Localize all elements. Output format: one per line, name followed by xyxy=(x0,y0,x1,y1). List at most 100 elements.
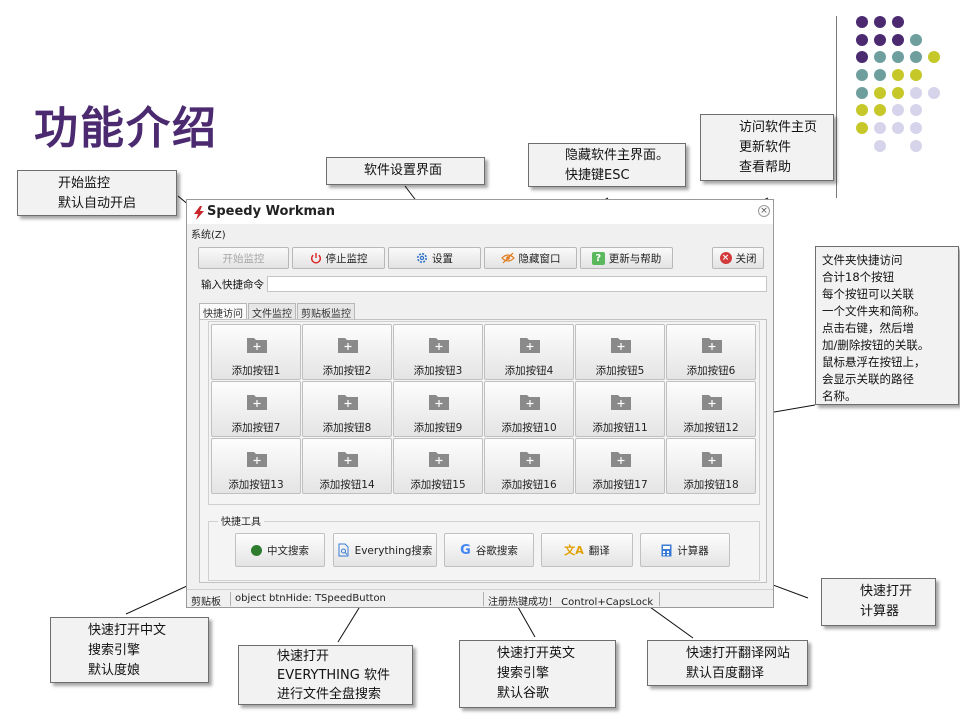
folder-add-icon xyxy=(520,452,540,467)
dot-grid-shapes xyxy=(856,16,940,152)
folder-button[interactable]: 添加按钮14 xyxy=(302,438,392,494)
window-close-icon[interactable]: × xyxy=(758,205,770,217)
update-help-button[interactable]: ? 更新与帮助 xyxy=(580,247,673,269)
callout-line: 快速打开 xyxy=(860,584,913,599)
window-title: Speedy Workman xyxy=(207,204,336,219)
folder-button-label: 添加按钮8 xyxy=(322,422,372,434)
folder-add-icon xyxy=(611,338,631,353)
folder-button[interactable]: 添加按钮17 xyxy=(575,438,665,494)
google-search-button[interactable]: G 谷歌搜索 xyxy=(444,533,534,567)
folder-add-icon xyxy=(429,395,449,410)
callout-line: 合计18个按钮 xyxy=(822,270,895,284)
callout-line: 点击右键，然后增 xyxy=(822,321,914,335)
folder-button[interactable]: 添加按钮1 xyxy=(211,324,301,380)
google-search-label: 谷歌搜索 xyxy=(475,544,518,557)
folder-add-icon xyxy=(702,338,722,353)
folder-button-label: 添加按钮1 xyxy=(231,365,281,377)
status-bar: 剪贴板 object btnHide: TSpeedButton 注册热键成功！… xyxy=(187,589,773,608)
callout-chinese-search: 快速打开中文 搜索引擎 默认度娘 xyxy=(50,617,209,683)
callout-line: 会显示关联的路径 xyxy=(822,372,914,386)
command-input[interactable] xyxy=(267,276,767,292)
calculator-icon xyxy=(661,544,672,556)
folder-add-icon xyxy=(702,395,722,410)
folder-add-icon xyxy=(520,395,540,410)
folder-button[interactable]: 添加按钮11 xyxy=(575,381,665,437)
folder-button[interactable]: 添加按钮7 xyxy=(211,381,301,437)
folder-button[interactable]: 添加按钮15 xyxy=(393,438,483,494)
callout-line: 文件夹快捷访问 xyxy=(822,253,903,267)
folder-button[interactable]: 添加按钮18 xyxy=(666,438,756,494)
quick-tools-legend: 快捷工具 xyxy=(218,513,264,528)
folder-button-label: 添加按钮17 xyxy=(592,479,648,491)
callout-line: 名称。 xyxy=(822,389,857,403)
tab-quick-access[interactable]: 快捷访问 xyxy=(199,303,247,320)
tab-clipboard-monitor[interactable]: 剪贴板监控 xyxy=(297,303,355,320)
folder-button[interactable]: 添加按钮6 xyxy=(666,324,756,380)
status-clipboard: 剪贴板 xyxy=(191,597,221,608)
calculator-label: 计算器 xyxy=(677,544,709,557)
status-separator xyxy=(483,592,484,606)
stop-monitor-button[interactable]: 停止监控 xyxy=(292,247,385,269)
callout-line: 访问软件主页 xyxy=(739,120,818,135)
folder-button-label: 添加按钮2 xyxy=(322,365,372,377)
folder-button[interactable]: 添加按钮3 xyxy=(393,324,483,380)
folder-button-label: 添加按钮15 xyxy=(410,479,466,491)
chinese-search-button[interactable]: 中文搜索 xyxy=(235,533,325,567)
folder-button-label: 添加按钮5 xyxy=(595,365,645,377)
settings-label: 设置 xyxy=(432,252,453,265)
callout-line: 鼠标悬浮在按钮上， xyxy=(822,355,926,369)
translate-button[interactable]: 文A 翻译 xyxy=(541,533,633,567)
start-monitor-button[interactable]: 开始监控 xyxy=(198,247,289,269)
callout-line: 加/删除按钮的关联。 xyxy=(822,338,930,352)
folder-button[interactable]: 添加按钮10 xyxy=(484,381,574,437)
quick-access-panel: 添加按钮1 添加按钮2 添加按钮3 添加按钮4 添加按钮5 添加按钮6 添加按钮… xyxy=(199,319,767,583)
callout-line: 默认谷歌 xyxy=(497,686,550,701)
folder-add-icon xyxy=(611,452,631,467)
callout-line: 进行文件全盘搜索 xyxy=(277,687,382,702)
calculator-button[interactable]: 计算器 xyxy=(640,533,730,567)
decorative-divider xyxy=(836,16,837,198)
callout-english-search: 快速打开英文 搜索引擎 默认谷歌 xyxy=(459,640,616,708)
close-label: 关闭 xyxy=(735,252,757,265)
callout-line: 默认自动开启 xyxy=(58,196,137,211)
folder-button[interactable]: 添加按钮4 xyxy=(484,324,574,380)
callout-line: 快速打开翻译网站 xyxy=(686,646,791,661)
status-object: object btnHide: TSpeedButton xyxy=(235,593,386,604)
folder-add-icon xyxy=(338,395,358,410)
callout-line: 搜索引擎 xyxy=(88,643,141,658)
hide-window-button[interactable]: 隐藏窗口 xyxy=(484,247,577,269)
tab-file-monitor[interactable]: 文件监控 xyxy=(248,303,296,320)
eye-hidden-icon xyxy=(500,252,515,264)
callout-line: 快速打开 xyxy=(277,649,330,664)
help-icon: ? xyxy=(591,251,605,265)
everything-search-button[interactable]: Everything搜索 xyxy=(333,533,437,567)
callout-line: 快速打开英文 xyxy=(497,646,576,661)
folder-button[interactable]: 添加按钮8 xyxy=(302,381,392,437)
folder-button-label: 添加按钮13 xyxy=(228,479,284,491)
folder-button[interactable]: 添加按钮2 xyxy=(302,324,392,380)
green-dot-icon xyxy=(251,544,262,556)
settings-button[interactable]: 设置 xyxy=(388,247,481,269)
folder-button-label: 添加按钮16 xyxy=(501,479,557,491)
folder-button-label: 添加按钮9 xyxy=(413,422,463,434)
decorative-dot-grid xyxy=(856,16,940,152)
callout-line: 快速打开中文 xyxy=(88,623,167,638)
close-button[interactable]: × 关闭 xyxy=(712,247,764,269)
callout-line: 更新软件 xyxy=(739,140,792,155)
folder-button[interactable]: 添加按钮5 xyxy=(575,324,665,380)
callout-folder-buttons: 文件夹快捷访问 合计18个按钮 每个按钮可以关联 一个文件夹和简称。 点击右键，… xyxy=(815,246,959,405)
quick-tools-group xyxy=(208,521,760,581)
folder-add-icon xyxy=(338,452,358,467)
folder-button[interactable]: 添加按钮12 xyxy=(666,381,756,437)
folder-button[interactable]: 添加按钮16 xyxy=(484,438,574,494)
folder-add-icon xyxy=(247,395,267,410)
status-separator xyxy=(230,592,231,606)
menu-system[interactable]: 系统(Z) xyxy=(191,230,226,241)
folder-button[interactable]: 添加按钮13 xyxy=(211,438,301,494)
folder-button-label: 添加按钮10 xyxy=(501,422,557,434)
folder-button-label: 添加按钮7 xyxy=(231,422,281,434)
slide-title: 功能介绍 xyxy=(34,103,218,154)
callout-start-monitor: 开始监控 默认自动开启 xyxy=(17,170,177,216)
folder-button[interactable]: 添加按钮9 xyxy=(393,381,483,437)
callout-calculator: 快速打开 计算器 xyxy=(821,578,936,626)
